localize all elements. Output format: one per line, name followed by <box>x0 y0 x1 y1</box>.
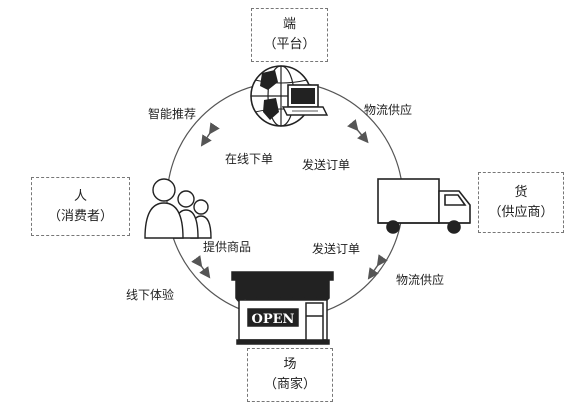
store-subtitle: （商家） <box>263 377 316 392</box>
arrow-offline-experience <box>191 255 211 279</box>
arrow-smart-recommend <box>200 122 220 147</box>
label-logistics-bottom: 物流供应 <box>396 273 445 287</box>
arrow-logistics-bottom <box>367 254 388 280</box>
store-sign-text: OPEN <box>252 312 295 327</box>
goods-title: 货 <box>514 184 528 200</box>
label-send-order-bottom: 发送订单 <box>312 242 361 256</box>
label-logistics-top: 物流供应 <box>364 103 413 117</box>
label-provide-goods: 提供商品 <box>203 240 252 254</box>
consumer-subtitle: （消费者） <box>47 208 113 224</box>
platform-node: 端 （平台） <box>251 8 328 62</box>
consumer-node: 人 （消费者） <box>31 177 130 236</box>
consumer-title: 人 <box>73 188 87 204</box>
platform-subtitle: （平台） <box>263 37 316 52</box>
label-online-order: 在线下单 <box>225 152 274 166</box>
delivery-truck-icon <box>377 178 471 234</box>
arrow-logistics-top <box>347 119 369 144</box>
people-silhouette-icon <box>144 178 212 239</box>
storefront-open-icon <box>231 271 334 345</box>
label-smart-recommend: 智能推荐 <box>148 107 197 121</box>
store-node: 场 （商家） <box>247 348 333 402</box>
label-send-order-top: 发送订单 <box>302 158 351 172</box>
label-offline-experience: 线下体验 <box>126 288 175 302</box>
goods-node: 货 （供应商） <box>478 172 564 233</box>
store-title: 场 <box>283 357 297 372</box>
platform-title: 端 <box>282 17 296 32</box>
globe-laptop-icon <box>250 65 329 127</box>
goods-subtitle: （供应商） <box>488 204 554 220</box>
